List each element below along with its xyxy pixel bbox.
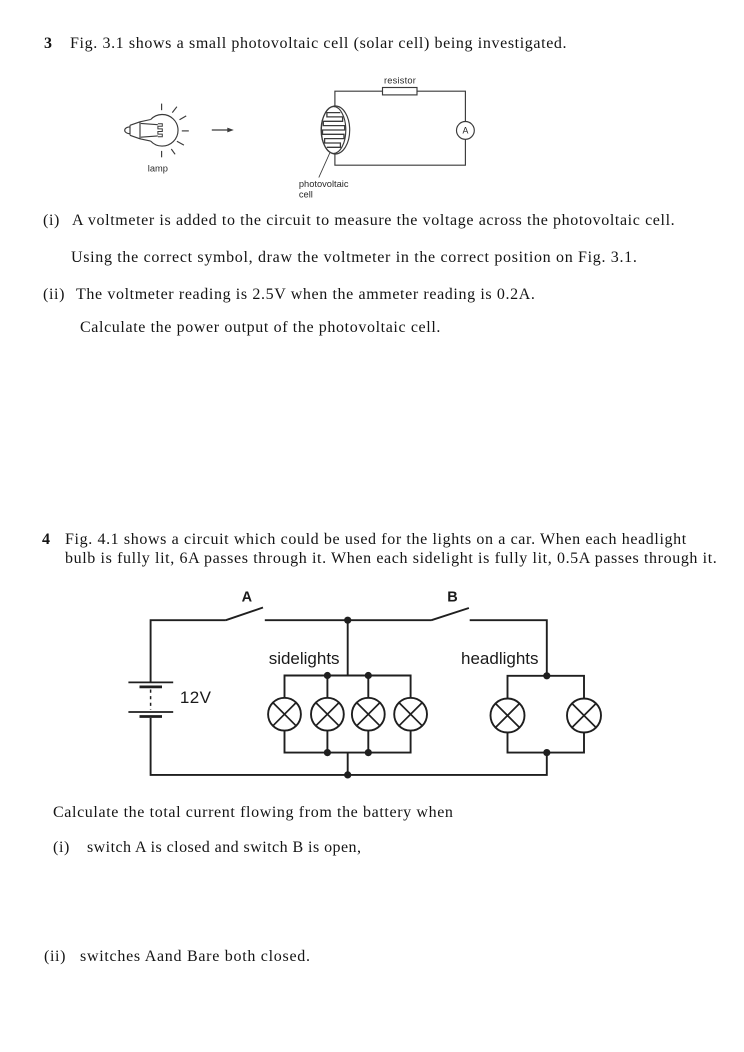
svg-text:sidelights: sidelights	[269, 649, 340, 668]
svg-text:photovoltaic: photovoltaic	[299, 179, 349, 189]
svg-text:A: A	[242, 589, 253, 605]
svg-text:A: A	[462, 126, 468, 136]
svg-text:B: B	[447, 589, 457, 605]
svg-text:cell: cell	[299, 190, 313, 200]
svg-text:12V: 12V	[180, 688, 212, 707]
svg-text:lamp: lamp	[148, 163, 168, 173]
svg-text:resistor: resistor	[384, 75, 416, 85]
svg-text:headlights: headlights	[461, 649, 539, 668]
